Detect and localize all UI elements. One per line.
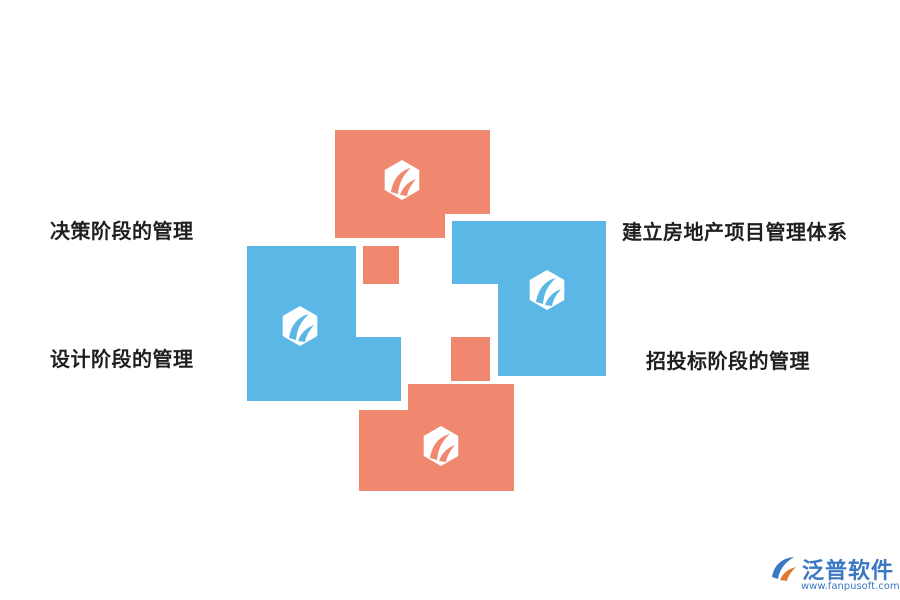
connector-bottom [451,337,490,381]
label-design-stage: 设计阶段的管理 [50,347,194,371]
brand-url: www.fanpusoft.com [801,581,900,592]
brand-watermark: 泛普软件 www.fanpusoft.com [768,553,900,597]
label-bidding-stage: 招投标阶段的管理 [646,349,810,373]
label-management-system: 建立房地产项目管理体系 [622,220,848,244]
block-left [247,246,401,401]
label-decision-stage: 决策阶段的管理 [50,219,194,243]
connector-top [363,246,399,284]
block-right [452,221,606,376]
brand-name: 泛普软件 [802,559,895,584]
brand-logo-icon [772,557,796,581]
